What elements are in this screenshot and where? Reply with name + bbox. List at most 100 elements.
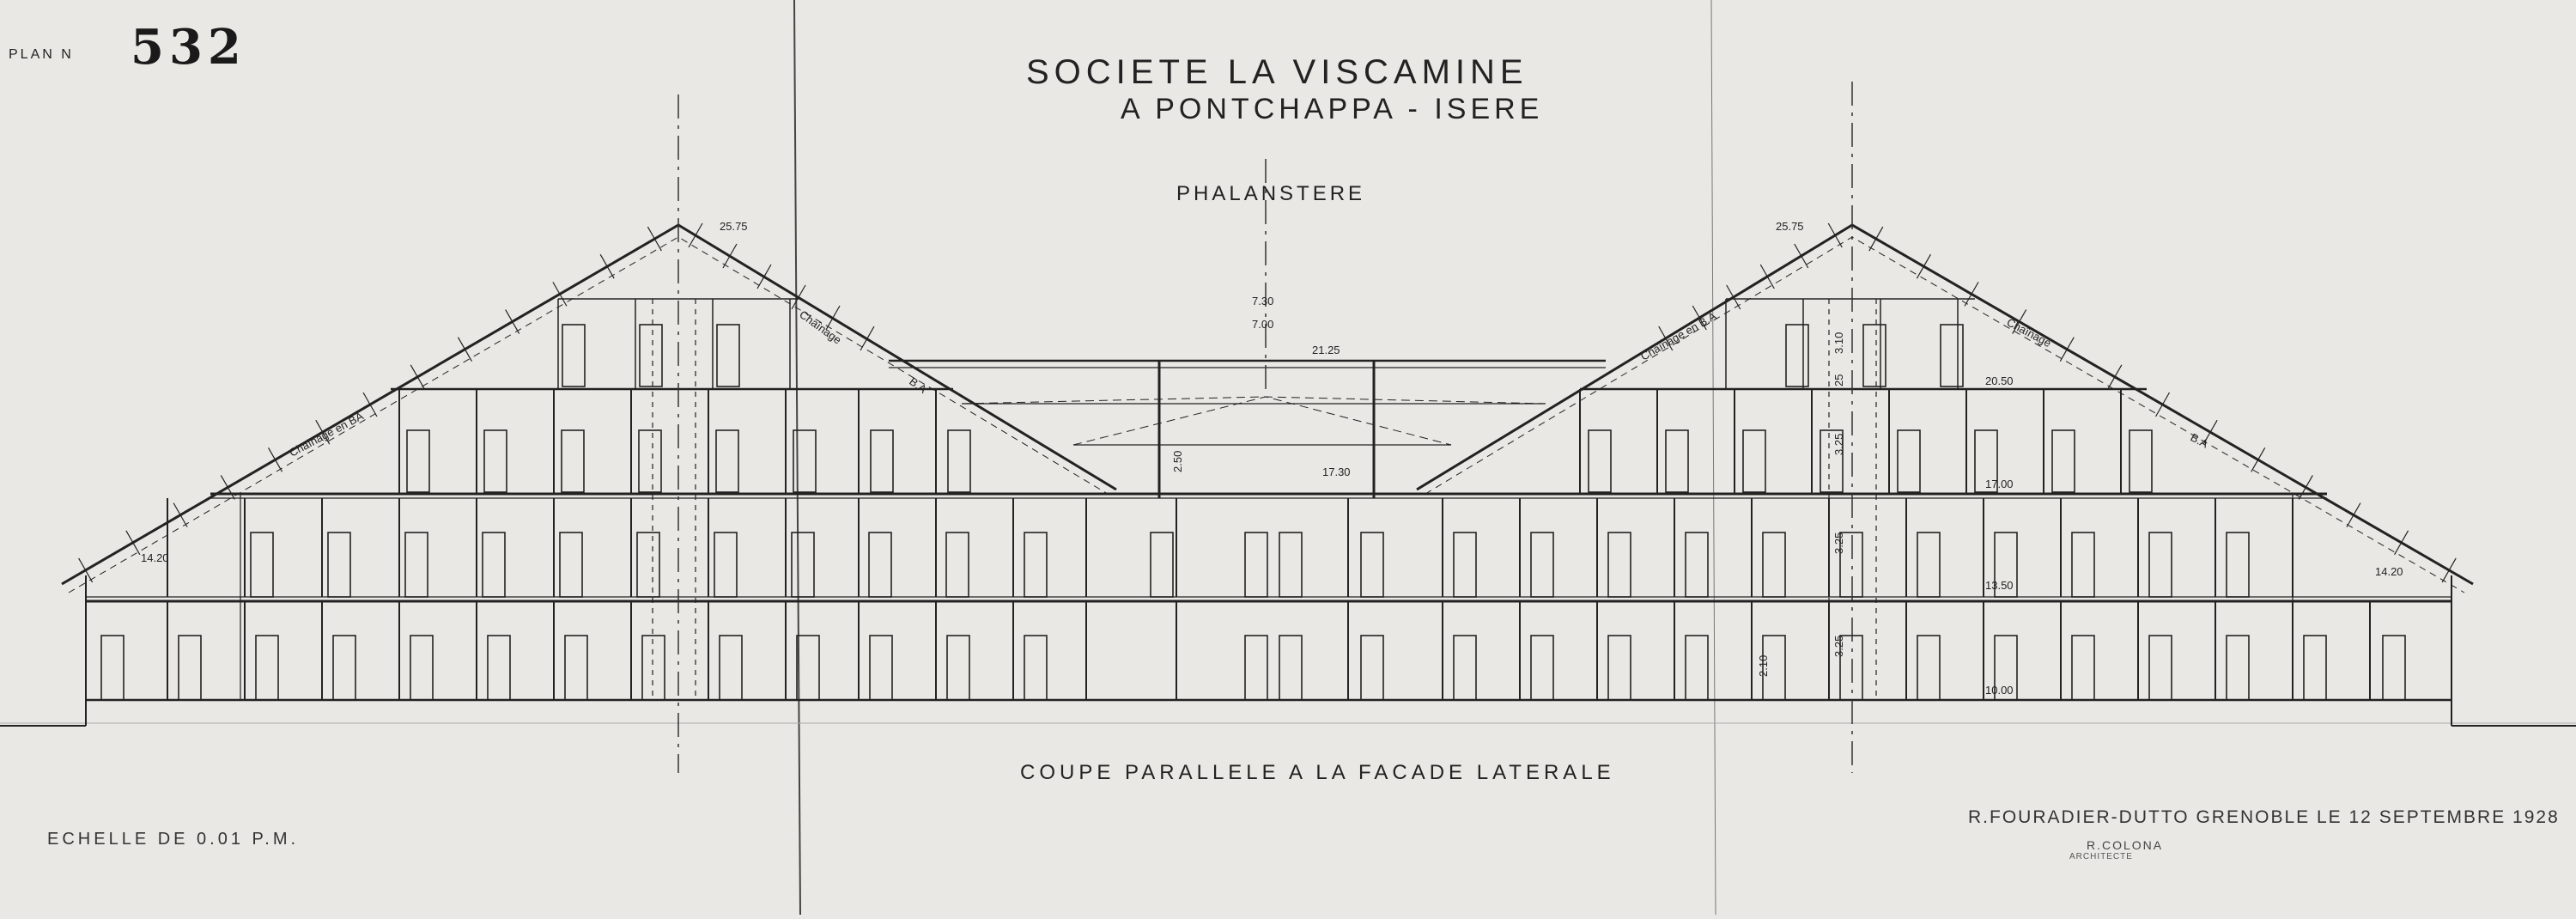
door-opening	[714, 532, 738, 598]
elevation-eave-right: 14.20	[2375, 565, 2403, 578]
door-opening	[487, 635, 511, 701]
door-opening	[1685, 532, 1709, 598]
door-opening	[1685, 635, 1709, 701]
door-opening	[2303, 635, 2327, 701]
door-opening	[947, 429, 971, 493]
rafter-tick	[2441, 557, 2457, 583]
roof-note-left-3: B.A	[907, 374, 929, 396]
door-opening	[1607, 635, 1631, 701]
rafter-tick	[688, 222, 703, 248]
door-opening	[1974, 429, 1998, 493]
roof-left	[61, 223, 1117, 586]
door-opening	[255, 635, 279, 701]
door-opening	[2226, 635, 2250, 701]
door-opening	[1279, 532, 1303, 598]
rafter-tick	[2154, 392, 2171, 417]
rafter-tick	[599, 253, 615, 279]
drawing-title: SOCIETE LA VISCAMINE	[1026, 53, 1528, 91]
elevation-level-3-center: 17.30	[1322, 466, 1351, 478]
door-opening	[1762, 532, 1786, 598]
rafter-tick	[173, 502, 188, 527]
door-opening	[332, 635, 356, 701]
rafter-tick	[125, 530, 141, 556]
door-opening	[945, 532, 969, 598]
door-opening	[2148, 635, 2172, 701]
rafter-tick	[2059, 337, 2075, 362]
rafter-tick	[505, 309, 520, 334]
height-floor-4: 3.10	[1832, 332, 1845, 354]
door-openings	[100, 324, 2406, 701]
rafter-tick	[825, 305, 841, 331]
elevation-ridge-right: 25.75	[1776, 220, 1804, 233]
door-opening	[2129, 429, 2153, 493]
dimension-labels: 25.75 25.75 21.25 7.30 7.00 20.50 17.00 …	[141, 220, 2403, 697]
rafter-tick	[552, 282, 568, 307]
rafter-tick	[1658, 326, 1674, 351]
rafter-tick	[362, 392, 378, 417]
drawing-subtitle: PHALANSTERE	[1176, 182, 1366, 205]
rafter-tick	[791, 284, 806, 310]
door-opening	[1024, 532, 1048, 598]
roof-note-right-3: B.A	[2189, 430, 2211, 450]
door-opening	[100, 635, 125, 701]
door-opening	[1244, 532, 1268, 598]
door-opening	[482, 532, 506, 598]
axis-lines	[677, 82, 1853, 773]
elevation-level-2: 13.50	[1985, 579, 2014, 592]
rafter-tick	[647, 226, 662, 252]
rafter-tick	[1692, 305, 1707, 331]
rafter-tick	[2298, 475, 2313, 500]
door-opening	[1453, 532, 1477, 598]
door-opening	[1665, 429, 1689, 493]
fold-line	[793, 0, 801, 916]
door-opening	[1360, 532, 1384, 598]
roof-ceiling-right	[1425, 236, 2465, 593]
height-slab: 25	[1832, 374, 1845, 386]
door-opening	[564, 635, 588, 701]
door-opening	[638, 429, 662, 493]
height-center-span: 2.50	[1171, 451, 1184, 472]
door-opening	[715, 429, 739, 493]
door-opening	[561, 429, 585, 493]
door-opening	[1917, 635, 1941, 701]
rafter-tick	[756, 264, 772, 289]
elevation-level-top: 20.50	[1985, 374, 2014, 387]
door-opening	[1785, 324, 1809, 387]
door-opening	[559, 532, 583, 598]
rafter-tick	[1827, 222, 1843, 248]
door-opening	[2071, 532, 2095, 598]
door-opening	[1917, 532, 1941, 598]
door-opening	[1530, 532, 1554, 598]
door-opening	[406, 429, 430, 493]
roof-note-left-2: Chaînage	[797, 307, 843, 346]
height-floor-3: 3.25	[1832, 434, 1845, 455]
rafter-tick	[1964, 282, 1979, 307]
door-opening	[178, 635, 202, 701]
roof-note-left-1: Chaînage en BA	[287, 409, 366, 459]
height-floor-1: 3.25	[1832, 636, 1845, 657]
signature: R.COLONA	[2087, 838, 2164, 852]
elevation-ridge-left: 25.75	[720, 220, 748, 233]
door-opening	[2071, 635, 2095, 701]
signature-note: ARCHITECTE	[2069, 852, 2133, 861]
door-opening	[636, 532, 660, 598]
door-opening	[404, 532, 428, 598]
door-opening	[1862, 324, 1886, 387]
section-caption: COUPE PARALLELE A LA FACADE LATERALE	[1020, 761, 1615, 784]
rafter-tick	[220, 475, 235, 500]
door-opening	[1530, 635, 1554, 701]
door-opening	[868, 532, 892, 598]
rafter-tick	[410, 364, 425, 390]
elevation-center-top-2: 7.00	[1252, 318, 1273, 331]
door-opening	[869, 635, 893, 701]
door-opening	[2148, 532, 2172, 598]
door-opening	[2226, 532, 2250, 598]
door-opening	[410, 635, 434, 701]
door-opening	[1150, 532, 1174, 598]
plan-number: 532	[131, 19, 246, 76]
height-floor-2: 3.25	[1832, 533, 1845, 554]
center-truss	[1072, 396, 1452, 446]
